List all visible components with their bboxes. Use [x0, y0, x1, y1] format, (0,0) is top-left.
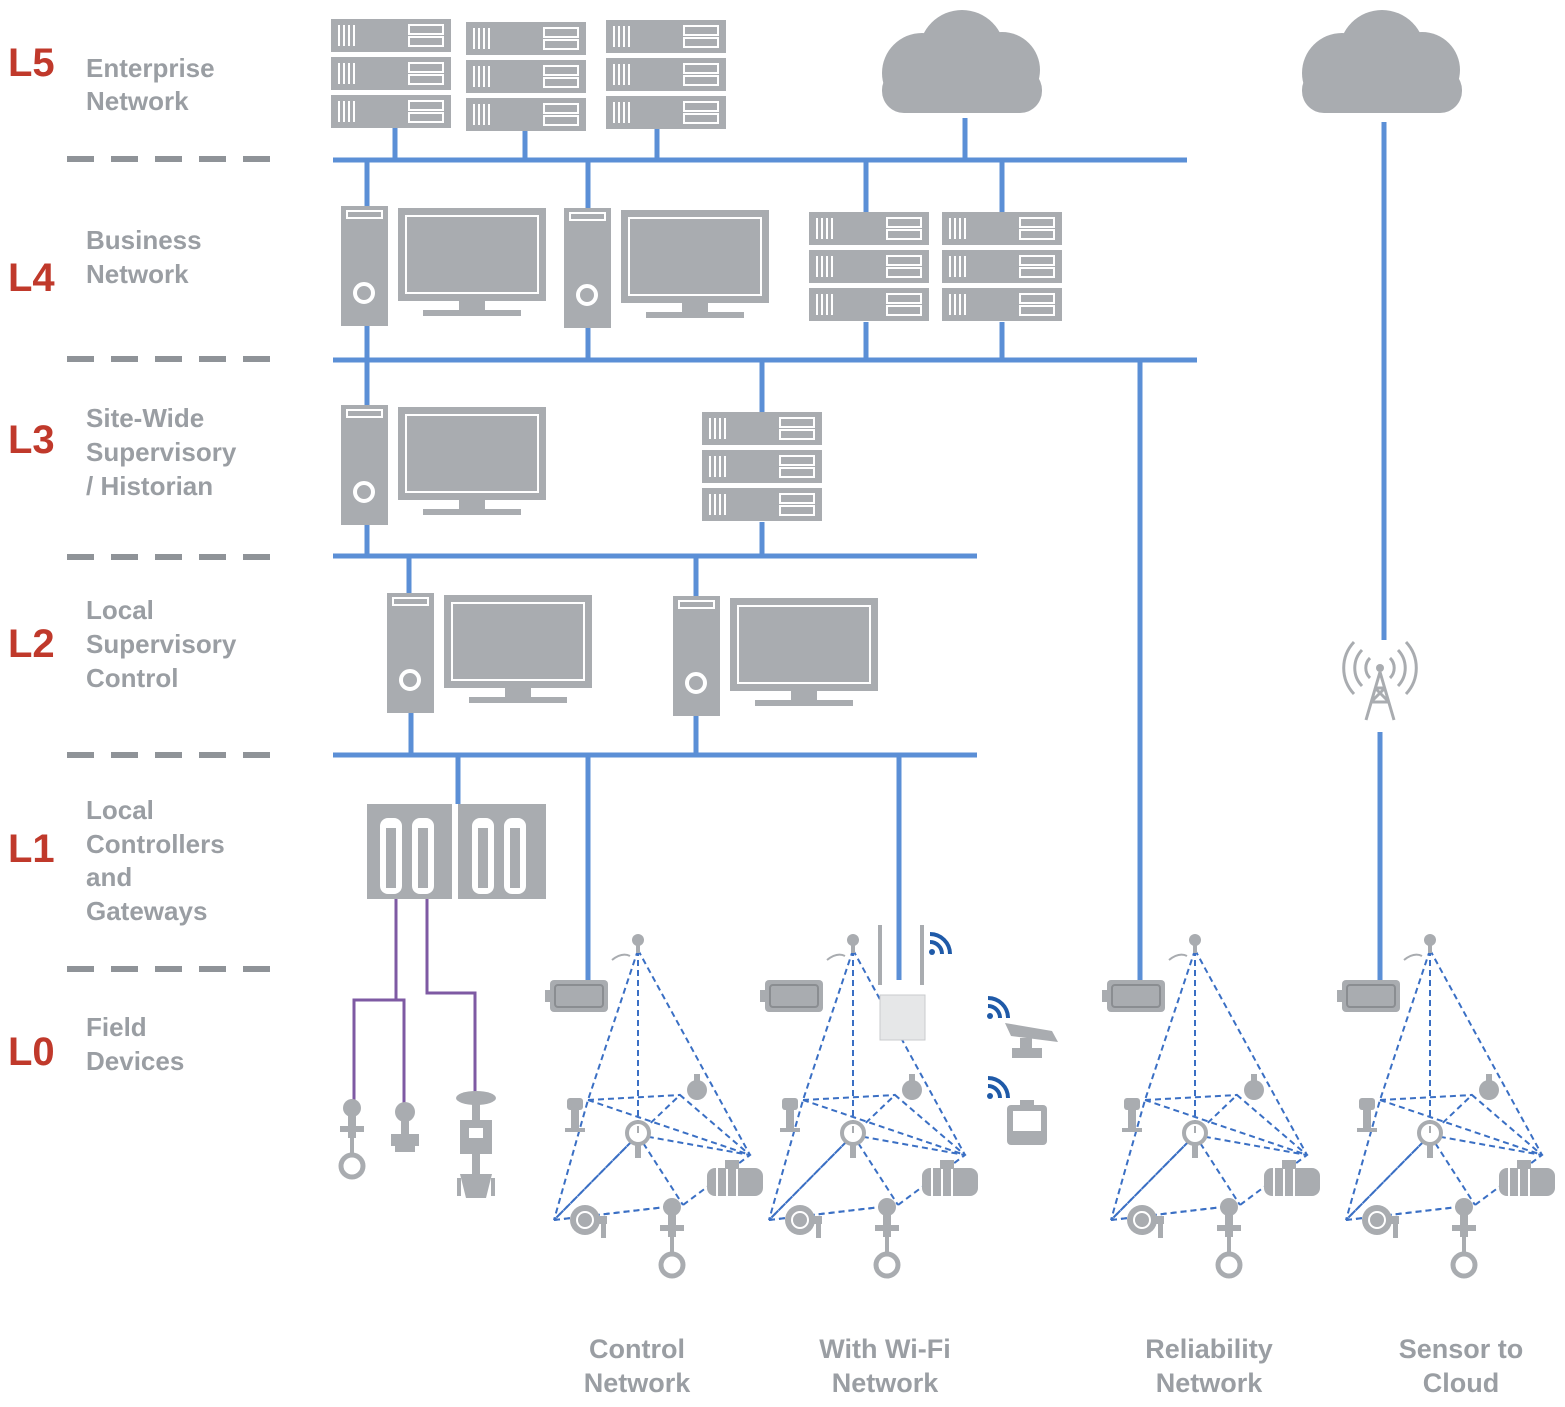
network-label-wifi: With Wi-Fi Network — [819, 1334, 950, 1398]
level-L2: L2 Local Supervisory Control — [8, 595, 237, 693]
network-label-control: Control Network — [584, 1334, 692, 1398]
level-L3: L3 Site-Wide Supervisory / Historian — [8, 403, 237, 501]
network-label-reliability: Reliability Network — [1145, 1334, 1273, 1398]
gateway-icon — [878, 925, 926, 1041]
wifi-network-mesh — [760, 934, 978, 1276]
level-code: L1 — [8, 827, 55, 871]
network-label-line: Network — [832, 1368, 940, 1398]
level-label-line: Site-Wide — [86, 403, 204, 433]
level-label-line: Local — [86, 795, 154, 825]
cloud-icon — [882, 10, 1042, 113]
network-label-line: Cloud — [1423, 1368, 1499, 1398]
network-label-line: Control — [589, 1334, 685, 1364]
level-label-line: Gateways — [86, 896, 207, 926]
valve-icon — [456, 1091, 496, 1198]
server-rack-icon — [605, 19, 727, 130]
handheld-icon — [1007, 1100, 1047, 1145]
server-rack-icon — [465, 21, 587, 132]
network-label-line: Reliability — [1145, 1334, 1273, 1364]
level-L1: L1 Local Controllers and Gateways — [8, 795, 225, 926]
level-label-line: Local — [86, 595, 154, 625]
wired-field-devices — [340, 899, 496, 1198]
level-L4: L4 Business Network — [8, 225, 202, 300]
workstation-icon — [339, 403, 548, 527]
level-label-line: and — [86, 862, 132, 892]
transmitter-icon — [340, 1099, 364, 1177]
network-label-line: Network — [1156, 1368, 1264, 1398]
server-rack-icon — [330, 18, 452, 129]
level-code: L4 — [8, 256, 55, 300]
transmitter-icon — [391, 1102, 419, 1152]
cloud-icon — [1302, 10, 1462, 113]
level-label-line: Field — [86, 1012, 147, 1042]
wifi-signal-icon — [927, 932, 952, 957]
network-label-line: Network — [584, 1368, 692, 1398]
wifi-signal-icon — [985, 1076, 1010, 1101]
cell-tower-icon — [1342, 640, 1418, 721]
level-code: L3 — [8, 418, 55, 462]
wifi-signal-icon — [985, 996, 1010, 1021]
control-network-mesh — [545, 934, 763, 1276]
camera-icon — [1005, 1023, 1058, 1058]
level-dividers — [67, 156, 270, 972]
level-code: L2 — [8, 622, 55, 666]
level-L0: L0 Field Devices — [8, 1012, 184, 1076]
level-L5: L5 Enterprise Network — [8, 41, 215, 116]
level-label-line: Control — [86, 663, 178, 693]
server-rack-icon — [808, 211, 930, 322]
level-label-line: / Historian — [86, 471, 213, 501]
network-buses — [333, 118, 1387, 980]
level-code: L0 — [8, 1030, 55, 1074]
network-label-cloud: Sensor to Cloud — [1399, 1334, 1524, 1398]
reliability-network-mesh — [1102, 934, 1320, 1276]
controller-icon — [367, 804, 546, 899]
level-label-line: Network — [86, 259, 189, 289]
workstation-icon — [385, 591, 594, 715]
workstation-icon — [339, 204, 548, 328]
level-label-line: Devices — [86, 1046, 184, 1076]
level-label-line: Controllers — [86, 829, 225, 859]
server-rack-icon — [701, 411, 823, 522]
server-rack-icon — [941, 211, 1063, 322]
level-label-line: Enterprise — [86, 53, 215, 83]
level-label-line: Supervisory — [86, 437, 237, 467]
level-label-line: Business — [86, 225, 202, 255]
level-label-line: Network — [86, 86, 189, 116]
sensor-cloud-mesh — [1337, 934, 1555, 1276]
level-label-line: Supervisory — [86, 629, 237, 659]
network-label-line: With Wi-Fi — [819, 1334, 950, 1364]
network-label-line: Sensor to — [1399, 1334, 1524, 1364]
workstation-icon — [671, 594, 880, 718]
level-code: L5 — [8, 41, 55, 85]
workstation-icon — [562, 206, 771, 330]
